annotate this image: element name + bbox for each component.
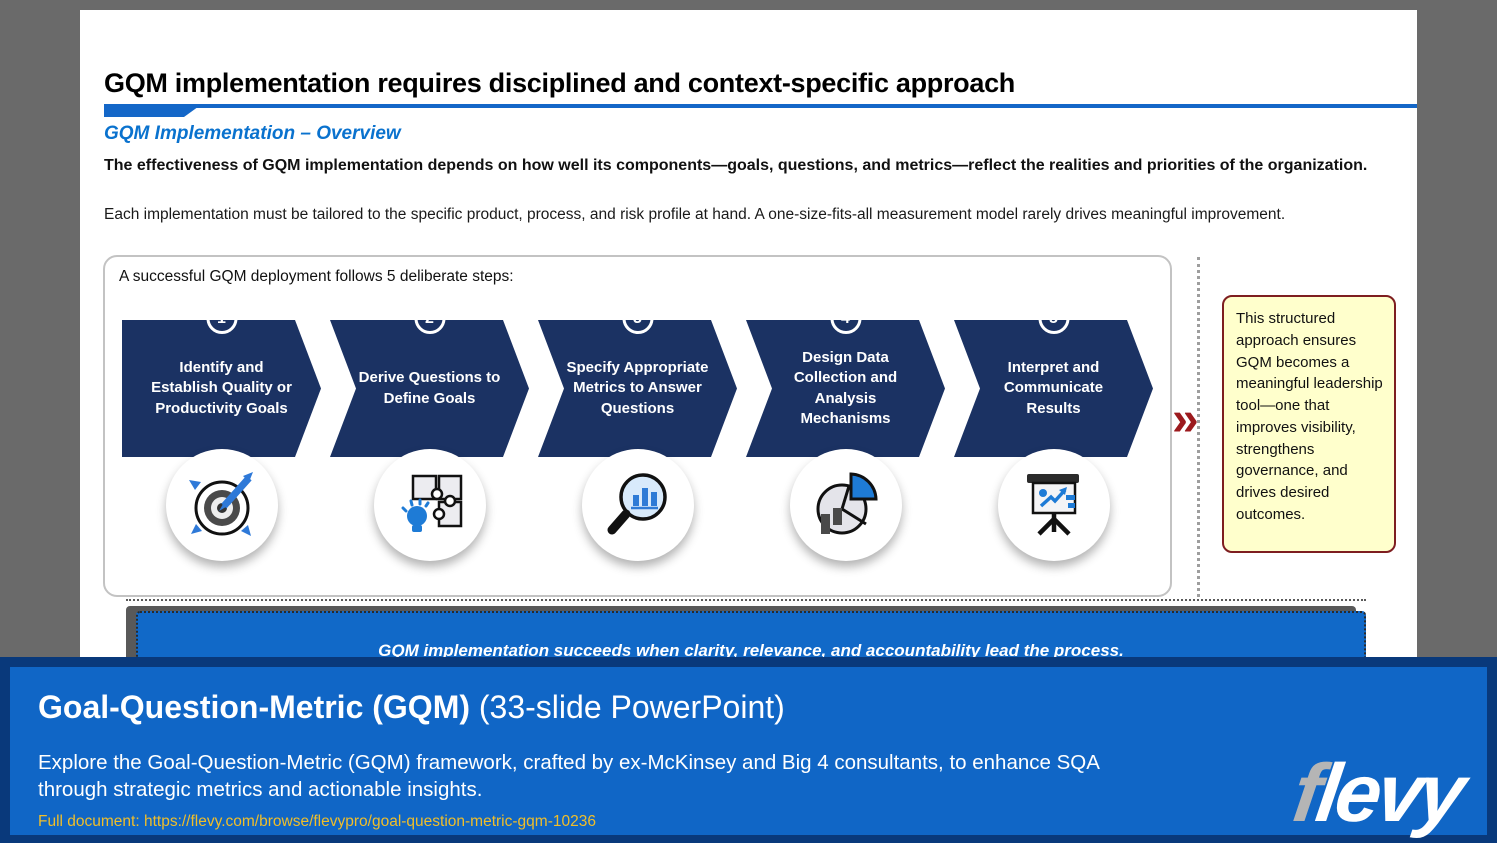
magnifier-chart-icon	[581, 449, 694, 561]
step-chevron-1: 1 Identify and Establish Quality or Prod…	[122, 320, 321, 457]
step-label: Specify Appropriate Metrics to Answer Qu…	[566, 359, 709, 417]
step-label: Interpret and Communicate Results	[1003, 359, 1104, 417]
slide-subtitle: GQM Implementation – Overview	[104, 123, 401, 144]
puzzle-lightbulb-icon	[373, 449, 486, 561]
target-icon	[165, 449, 278, 561]
step-chevron-5: 5 Interpret and Communicate Results	[954, 320, 1153, 457]
document-title: Goal-Question-Metric (GQM) (33-slide Pow…	[38, 689, 785, 726]
intro-paragraph-bold: The effectiveness of GQM implementation …	[104, 157, 1368, 174]
steps-heading: A successful GQM deployment follows 5 de…	[119, 268, 514, 285]
double-chevron-icon: »	[1172, 393, 1199, 446]
takeaway-banner-text: GQM implementation succeeds when clarity…	[378, 641, 1124, 657]
pie-chart-icon	[789, 449, 902, 561]
document-description-line2: through strategic metrics and actionable…	[38, 778, 483, 802]
icon-cell-1	[122, 449, 321, 561]
document-description: Explore the Goal-Question-Metric (GQM) f…	[38, 749, 1100, 804]
step-number-badge: 3	[622, 303, 653, 334]
dotted-separator	[1197, 257, 1200, 597]
title-divider	[104, 104, 1417, 118]
slide-page: GQM implementation requires disciplined …	[80, 10, 1417, 657]
flevy-logo-levy: levy	[1311, 748, 1468, 839]
callout-box: This structured approach ensures GQM bec…	[1222, 295, 1396, 553]
steps-panel: A successful GQM deployment follows 5 de…	[103, 255, 1172, 597]
step-number-badge: 2	[414, 303, 445, 334]
step-label: Design Data Collection and Analysis Mech…	[793, 349, 898, 427]
full-document-link[interactable]: Full document: https://flevy.com/browse/…	[38, 813, 596, 830]
icon-cell-5	[954, 449, 1153, 561]
intro-paragraph: Each implementation must be tailored to …	[104, 206, 1286, 223]
step-chevron-2: 2 Derive Questions to Define Goals	[330, 320, 529, 457]
document-description-line1: Explore the Goal-Question-Metric (GQM) f…	[38, 751, 1100, 774]
divider-block	[104, 104, 202, 117]
footer-panel: Goal-Question-Metric (GQM) (33-slide Pow…	[10, 667, 1487, 839]
banner-shadow-dotted-edge	[126, 599, 1366, 601]
divider-line	[104, 104, 1417, 108]
slide-title: GQM implementation requires disciplined …	[104, 68, 1015, 98]
footer-bar: Goal-Question-Metric (GQM) (33-slide Pow…	[0, 657, 1497, 843]
icon-cell-3	[538, 449, 737, 561]
presentation-board-icon	[997, 449, 1110, 561]
icon-cell-2	[330, 449, 529, 561]
icon-cell-4	[746, 449, 945, 561]
step-number-badge: 5	[1038, 303, 1069, 334]
document-title-name: Goal-Question-Metric (GQM)	[38, 689, 470, 725]
step-chevron-3: 3 Specify Appropriate Metrics to Answer …	[538, 320, 737, 457]
step-chevron-4: 4 Design Data Collection and Analysis Me…	[746, 320, 945, 457]
document-title-suffix: (33-slide PowerPoint)	[470, 689, 785, 725]
step-number-badge: 4	[830, 303, 861, 334]
step-label: Derive Questions to Define Goals	[358, 369, 501, 407]
chevron-row: 1 Identify and Establish Quality or Prod…	[122, 320, 1153, 457]
flevy-logo: flevy	[1288, 748, 1468, 839]
takeaway-banner: GQM implementation succeeds when clarity…	[136, 611, 1366, 657]
step-label: Identify and Establish Quality or Produc…	[151, 359, 292, 417]
step-icons-row	[122, 449, 1153, 561]
step-number-badge: 1	[206, 303, 237, 334]
